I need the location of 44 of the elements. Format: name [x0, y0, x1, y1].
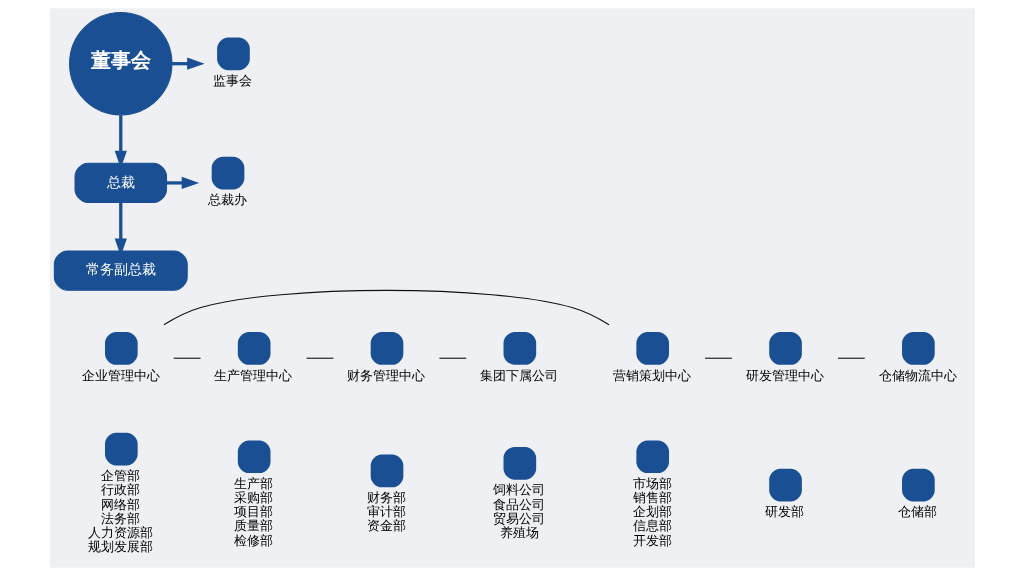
connector [305, 357, 334, 359]
node-label: 质量部 [233, 518, 273, 534]
node-label: 总裁办 [207, 192, 247, 208]
node-label: 财务部 [366, 490, 406, 506]
node-box: 总裁 [74, 162, 167, 204]
connector [836, 357, 865, 359]
node-label: 市场部 [632, 475, 672, 491]
node-label: 营销策划中心 [612, 367, 691, 383]
node-box: 常务副总裁 [53, 250, 188, 291]
connector [162, 289, 610, 326]
node-label: 财务管理中心 [346, 367, 425, 383]
node-label: 研发部 [764, 504, 804, 520]
node-label: 企管部 [100, 468, 140, 484]
connector [704, 357, 732, 359]
node-label: 检修部 [233, 532, 273, 548]
connector [438, 357, 467, 359]
node-label: 仓储部 [897, 504, 937, 520]
connector [172, 357, 201, 359]
node-label: 仓储物流中心 [878, 367, 957, 383]
node-label: 生产部 [233, 475, 273, 491]
node-label: 资金部 [366, 518, 406, 534]
node-label: 规划发展部 [87, 539, 153, 555]
node-label: 项目部 [233, 504, 273, 520]
node-label: 食品公司 [492, 496, 545, 512]
node-label: 行政部 [100, 482, 140, 498]
arrow [166, 176, 199, 190]
node-label: 销售部 [632, 490, 672, 506]
node-label: 信息部 [632, 518, 672, 534]
node-label: 法务部 [100, 510, 140, 526]
node-label: 养殖场 [499, 524, 539, 540]
node-label: 人力资源部 [87, 524, 153, 540]
node-label: 集团下属公司 [479, 367, 558, 383]
node-label: 审计部 [366, 504, 406, 520]
node-label: 采购部 [233, 490, 273, 506]
node-label: 研发管理中心 [745, 367, 824, 383]
node-label: 生产管理中心 [213, 367, 292, 383]
node-label: 网络部 [100, 496, 140, 512]
node-label: 开发部 [632, 532, 672, 548]
node-circle: 董事会 [68, 11, 172, 116]
node-label: 企业管理中心 [81, 367, 160, 383]
node-label: 企划部 [632, 504, 672, 520]
node-label: 贸易公司 [492, 510, 545, 526]
node-label: 饲料公司 [492, 482, 545, 498]
node-label: 监事会 [212, 73, 252, 89]
